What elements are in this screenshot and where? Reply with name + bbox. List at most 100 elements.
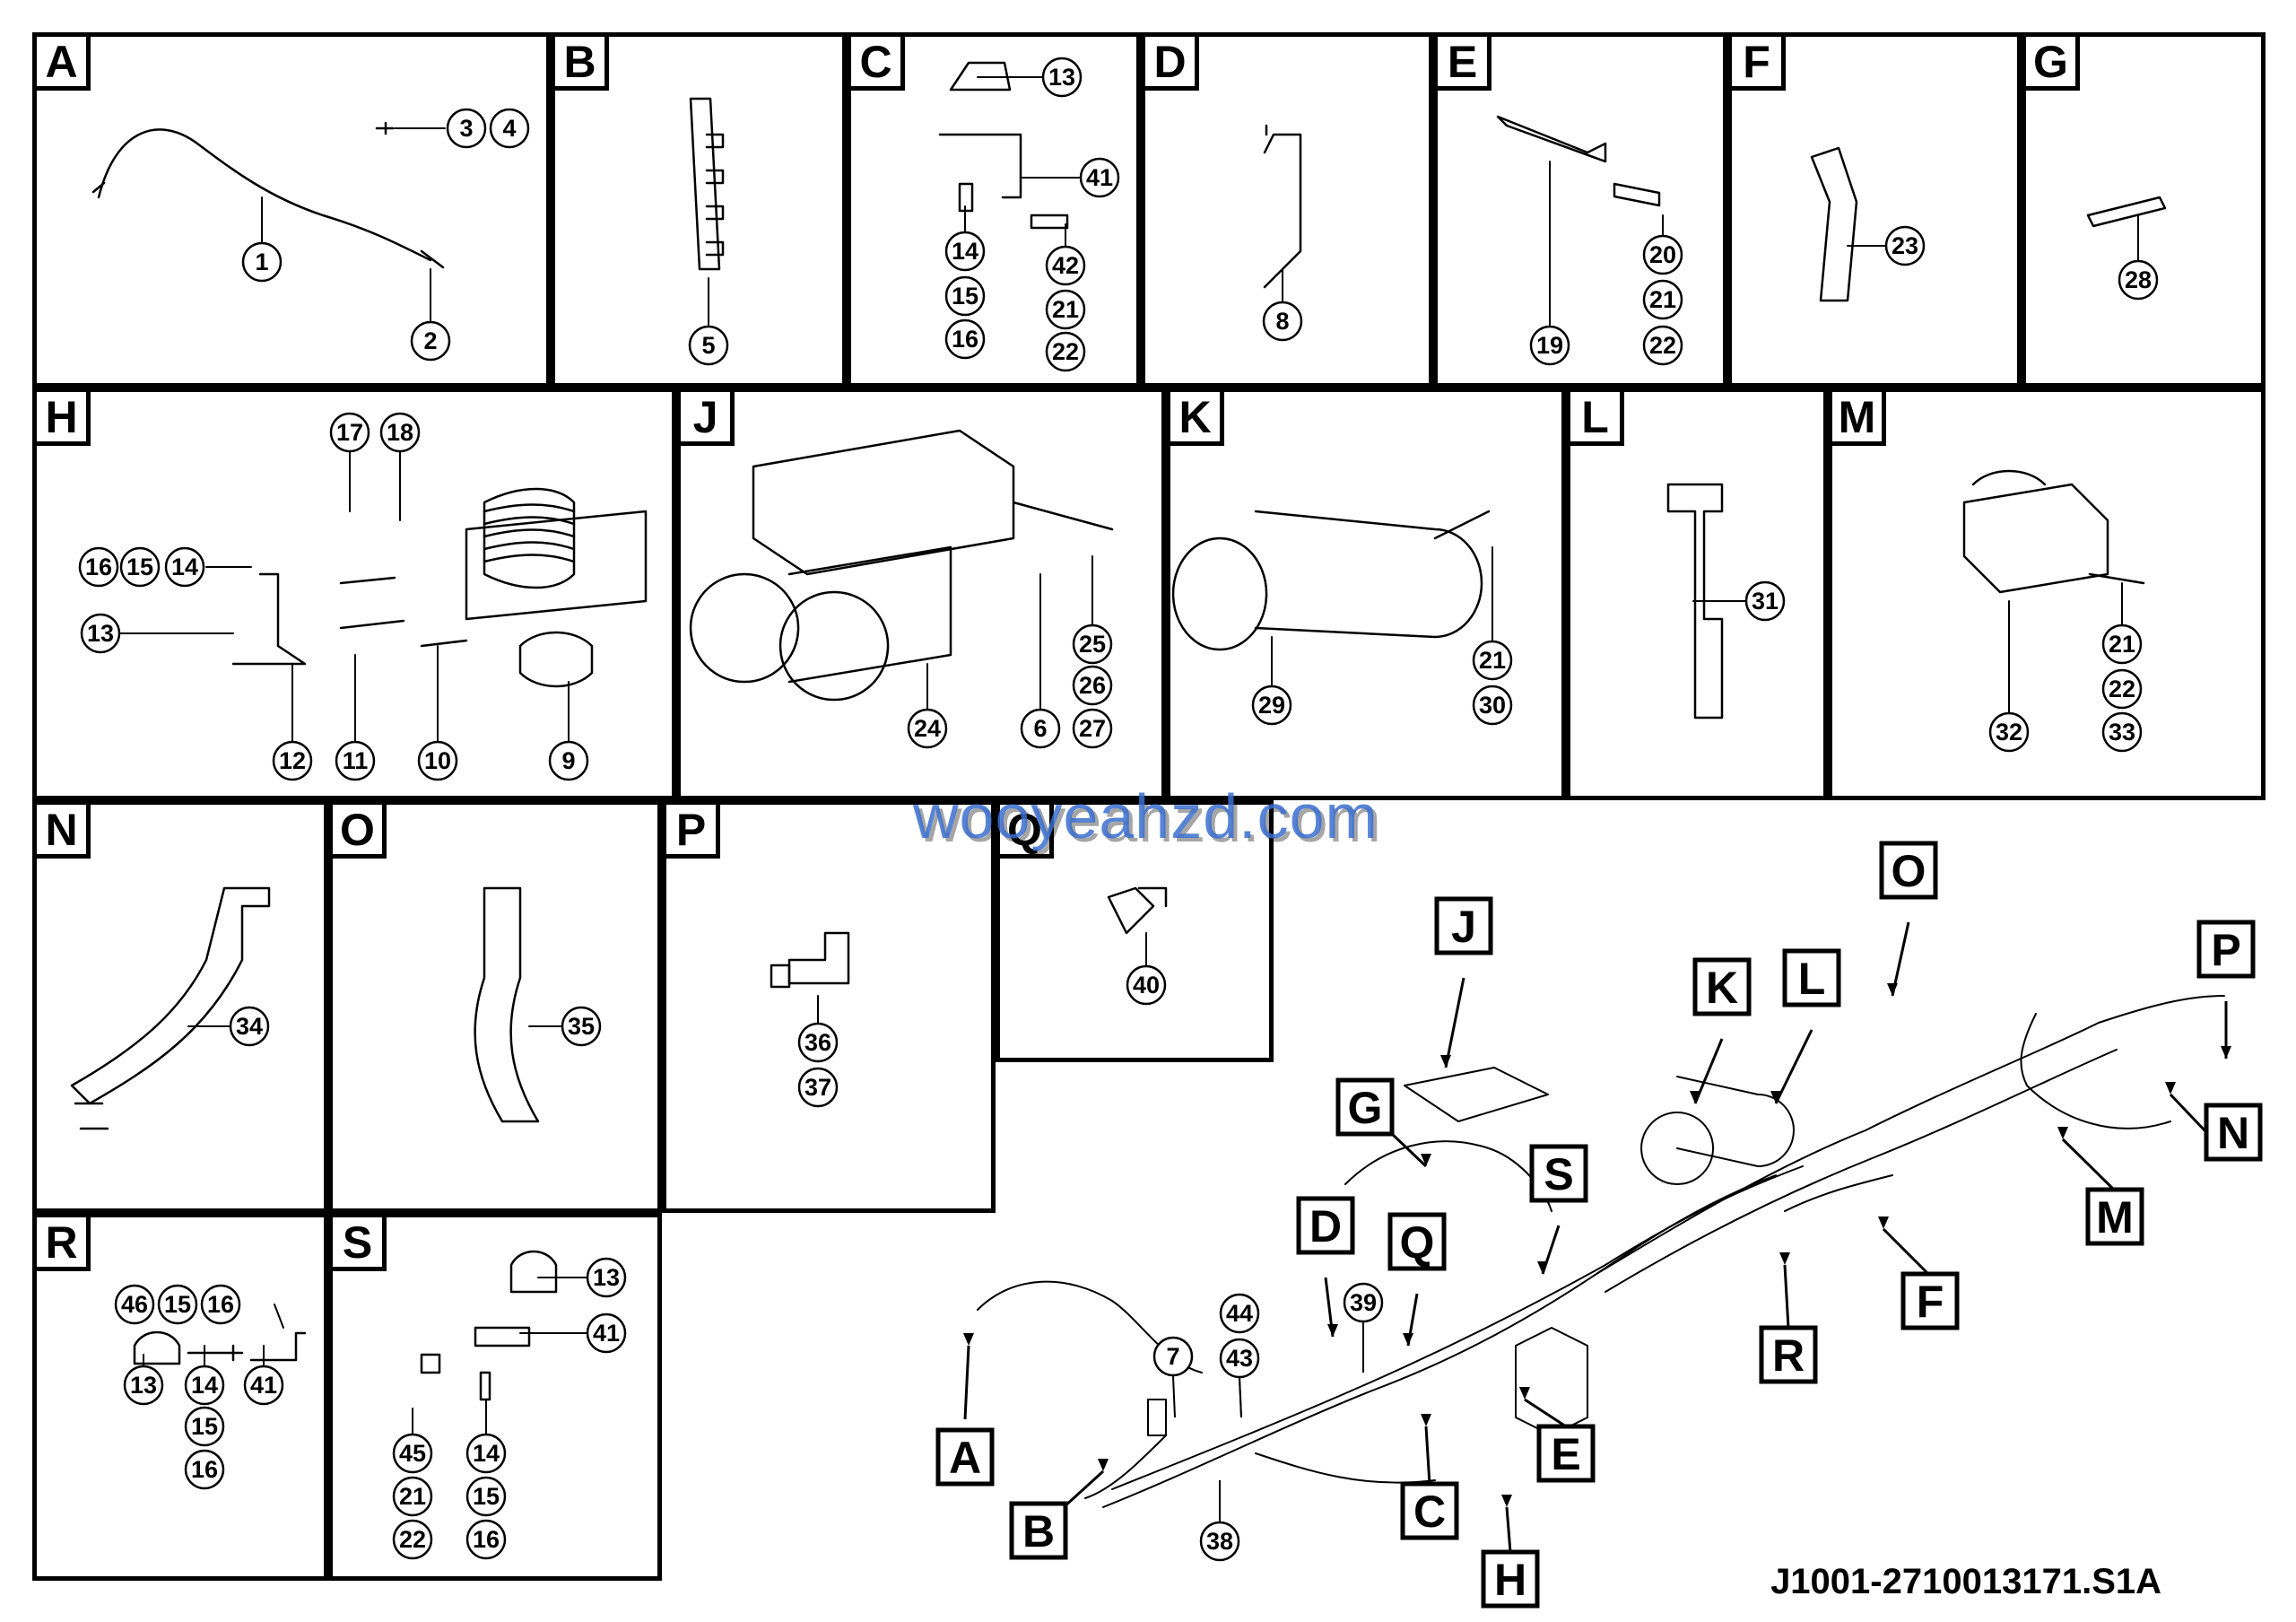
svg-text:B: B <box>1022 1506 1055 1557</box>
svg-text:29: 29 <box>1258 692 1285 719</box>
panel-m: M <box>1828 388 2266 800</box>
panel-h: H <box>32 388 676 800</box>
svg-text:20: 20 <box>1649 241 1676 268</box>
svg-text:13: 13 <box>87 620 114 647</box>
svg-text:22: 22 <box>1649 332 1676 359</box>
callout-j-26: 26 <box>1072 665 1113 706</box>
svg-text:46: 46 <box>121 1291 148 1318</box>
svg-text:2: 2 <box>423 327 437 354</box>
svg-text:13: 13 <box>130 1372 157 1399</box>
svg-text:28: 28 <box>2125 266 2152 293</box>
panel-j: J <box>676 388 1166 800</box>
svg-text:F: F <box>1917 1277 1944 1327</box>
overview-tag-s: S <box>1529 1144 1588 1203</box>
svg-text:14: 14 <box>473 1440 500 1467</box>
svg-text:14: 14 <box>191 1372 218 1399</box>
callout-m-22: 22 <box>2101 668 2143 710</box>
svg-text:22: 22 <box>1052 338 1079 365</box>
svg-text:6: 6 <box>1033 715 1047 742</box>
overview-tag-h: H <box>1481 1549 1540 1609</box>
callout-a-1: 1 <box>241 241 283 283</box>
callout-o-35: 35 <box>561 1006 602 1047</box>
callout-r-16: 16 <box>200 1284 241 1325</box>
panel-tag: D <box>1145 37 1199 91</box>
svg-text:10: 10 <box>424 747 451 774</box>
overview-chassis <box>977 995 2225 1508</box>
panel-tag: B <box>555 37 609 91</box>
callout-s-41: 41 <box>586 1312 627 1354</box>
callout-e-20: 20 <box>1642 234 1683 275</box>
panel-tag: A <box>37 37 91 91</box>
svg-text:36: 36 <box>804 1029 831 1056</box>
svg-text:H: H <box>1494 1555 1526 1605</box>
svg-text:15: 15 <box>164 1291 191 1318</box>
svg-text:37: 37 <box>804 1074 831 1101</box>
callout-p-36: 36 <box>797 1022 839 1063</box>
svg-text:5: 5 <box>701 332 715 359</box>
callout-h-13: 13 <box>80 613 121 654</box>
panel-tag: E <box>1438 37 1492 91</box>
callout-s-45: 45 <box>392 1433 433 1474</box>
panel-d: D <box>1141 32 1433 388</box>
overview-tag-q: Q <box>1387 1212 1447 1271</box>
callout-b-5: 5 <box>688 325 729 366</box>
callout-e-22: 22 <box>1642 325 1683 366</box>
svg-text:16: 16 <box>952 326 978 353</box>
overview-tag-d: D <box>1296 1196 1355 1255</box>
svg-text:K: K <box>1706 963 1738 1013</box>
panel-a: A <box>32 32 551 388</box>
svg-text:D: D <box>1309 1201 1342 1251</box>
panel-b: B <box>551 32 847 388</box>
panel-q: Q <box>996 800 1274 1062</box>
svg-text:41: 41 <box>593 1320 620 1347</box>
part-drawings <box>70 61 2167 1401</box>
drawing-code: J1001-2710013171.S1A <box>1770 1562 2161 1601</box>
svg-text:E: E <box>1551 1429 1580 1479</box>
svg-text:43: 43 <box>1226 1345 1253 1372</box>
panel-tag: S <box>333 1217 387 1271</box>
callout-r-14: 14 <box>184 1365 225 1406</box>
callout-m-21: 21 <box>2101 624 2143 665</box>
callout-r-15: 15 <box>184 1406 225 1447</box>
svg-text:M: M <box>2096 1192 2134 1243</box>
panel-tag: H <box>37 392 91 446</box>
callout-c-14: 14 <box>944 231 986 272</box>
callout-l-31: 31 <box>1744 580 1786 622</box>
panel-tag: R <box>37 1217 91 1271</box>
svg-text:15: 15 <box>126 554 153 580</box>
svg-text:18: 18 <box>387 419 413 446</box>
overview-tag-l: L <box>1782 948 1841 1007</box>
callout-s-16: 16 <box>465 1519 507 1560</box>
svg-text:8: 8 <box>1275 308 1289 335</box>
svg-text:19: 19 <box>1536 332 1563 359</box>
svg-text:16: 16 <box>473 1526 500 1553</box>
callout-h-11: 11 <box>335 740 376 781</box>
callout-a-4: 4 <box>489 108 530 149</box>
callout-h-18: 18 <box>379 412 421 453</box>
panel-tag: J <box>681 392 735 446</box>
svg-text:13: 13 <box>1048 64 1075 91</box>
callout-j-25: 25 <box>1072 624 1113 665</box>
callout-h-12: 12 <box>272 740 313 781</box>
panel-tag: G <box>2026 37 2080 91</box>
overview-tag-a: A <box>935 1427 995 1487</box>
panel-r: R <box>32 1213 328 1581</box>
callout-e-19: 19 <box>1529 325 1570 366</box>
overview-tag-j: J <box>1434 896 1493 955</box>
callout-j-6: 6 <box>1020 708 1061 749</box>
svg-text:21: 21 <box>1649 286 1676 313</box>
callout-m-32: 32 <box>1988 711 2030 753</box>
callout-s-14: 14 <box>465 1433 507 1474</box>
overview-tag-k: K <box>1692 957 1752 1016</box>
panel-tag: C <box>851 37 905 91</box>
svg-text:39: 39 <box>1350 1289 1377 1316</box>
svg-text:9: 9 <box>561 747 575 774</box>
callout-s-13: 13 <box>586 1257 627 1298</box>
panel-tag: P <box>666 805 720 859</box>
callout-p-37: 37 <box>797 1067 839 1108</box>
callout-k-30: 30 <box>1472 685 1513 726</box>
svg-text:12: 12 <box>279 747 306 774</box>
svg-text:7: 7 <box>1166 1343 1179 1370</box>
